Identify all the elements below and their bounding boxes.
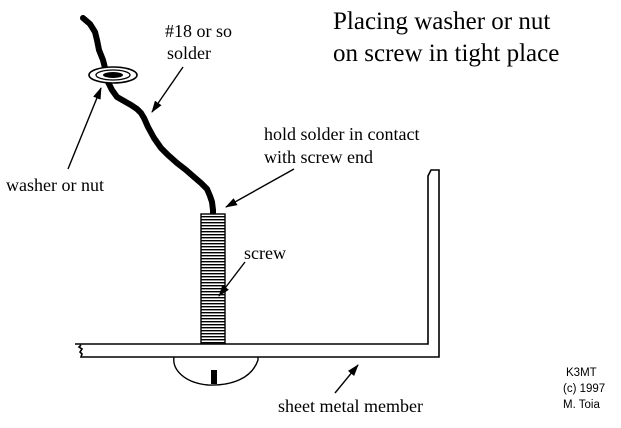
title-line-2: on screw in tight place [333, 40, 560, 67]
solder-wire [80, 15, 216, 217]
screw-label: screw [244, 243, 286, 263]
solder-label-line-2: solder [167, 43, 211, 63]
arrow-screw [218, 261, 246, 297]
arrow-sheet-metal [334, 364, 359, 394]
washer-label: washer or nut [6, 175, 104, 195]
washer [88, 66, 138, 84]
hold-solder-label-line-2: with screw end [264, 147, 373, 167]
sheet-metal-bracket [75, 169, 440, 358]
arrow-washer [67, 87, 102, 170]
credit-year: (c) 1997 [563, 383, 606, 395]
solder-label-line-1: #18 or so [165, 21, 232, 41]
sheet-metal-label: sheet metal member [278, 396, 423, 416]
screw-head [173, 356, 259, 386]
title-line-1: Placing washer or nut [333, 8, 551, 35]
hold-solder-label-line-1: hold solder in contact [264, 124, 420, 144]
credit-callsign: K3MT [566, 367, 597, 379]
arrow-solder [151, 66, 184, 113]
arrow-hold-solder [225, 168, 295, 208]
screw [200, 213, 226, 346]
credit-author: M. Toia [563, 399, 600, 411]
screw-head-slot [211, 370, 217, 384]
